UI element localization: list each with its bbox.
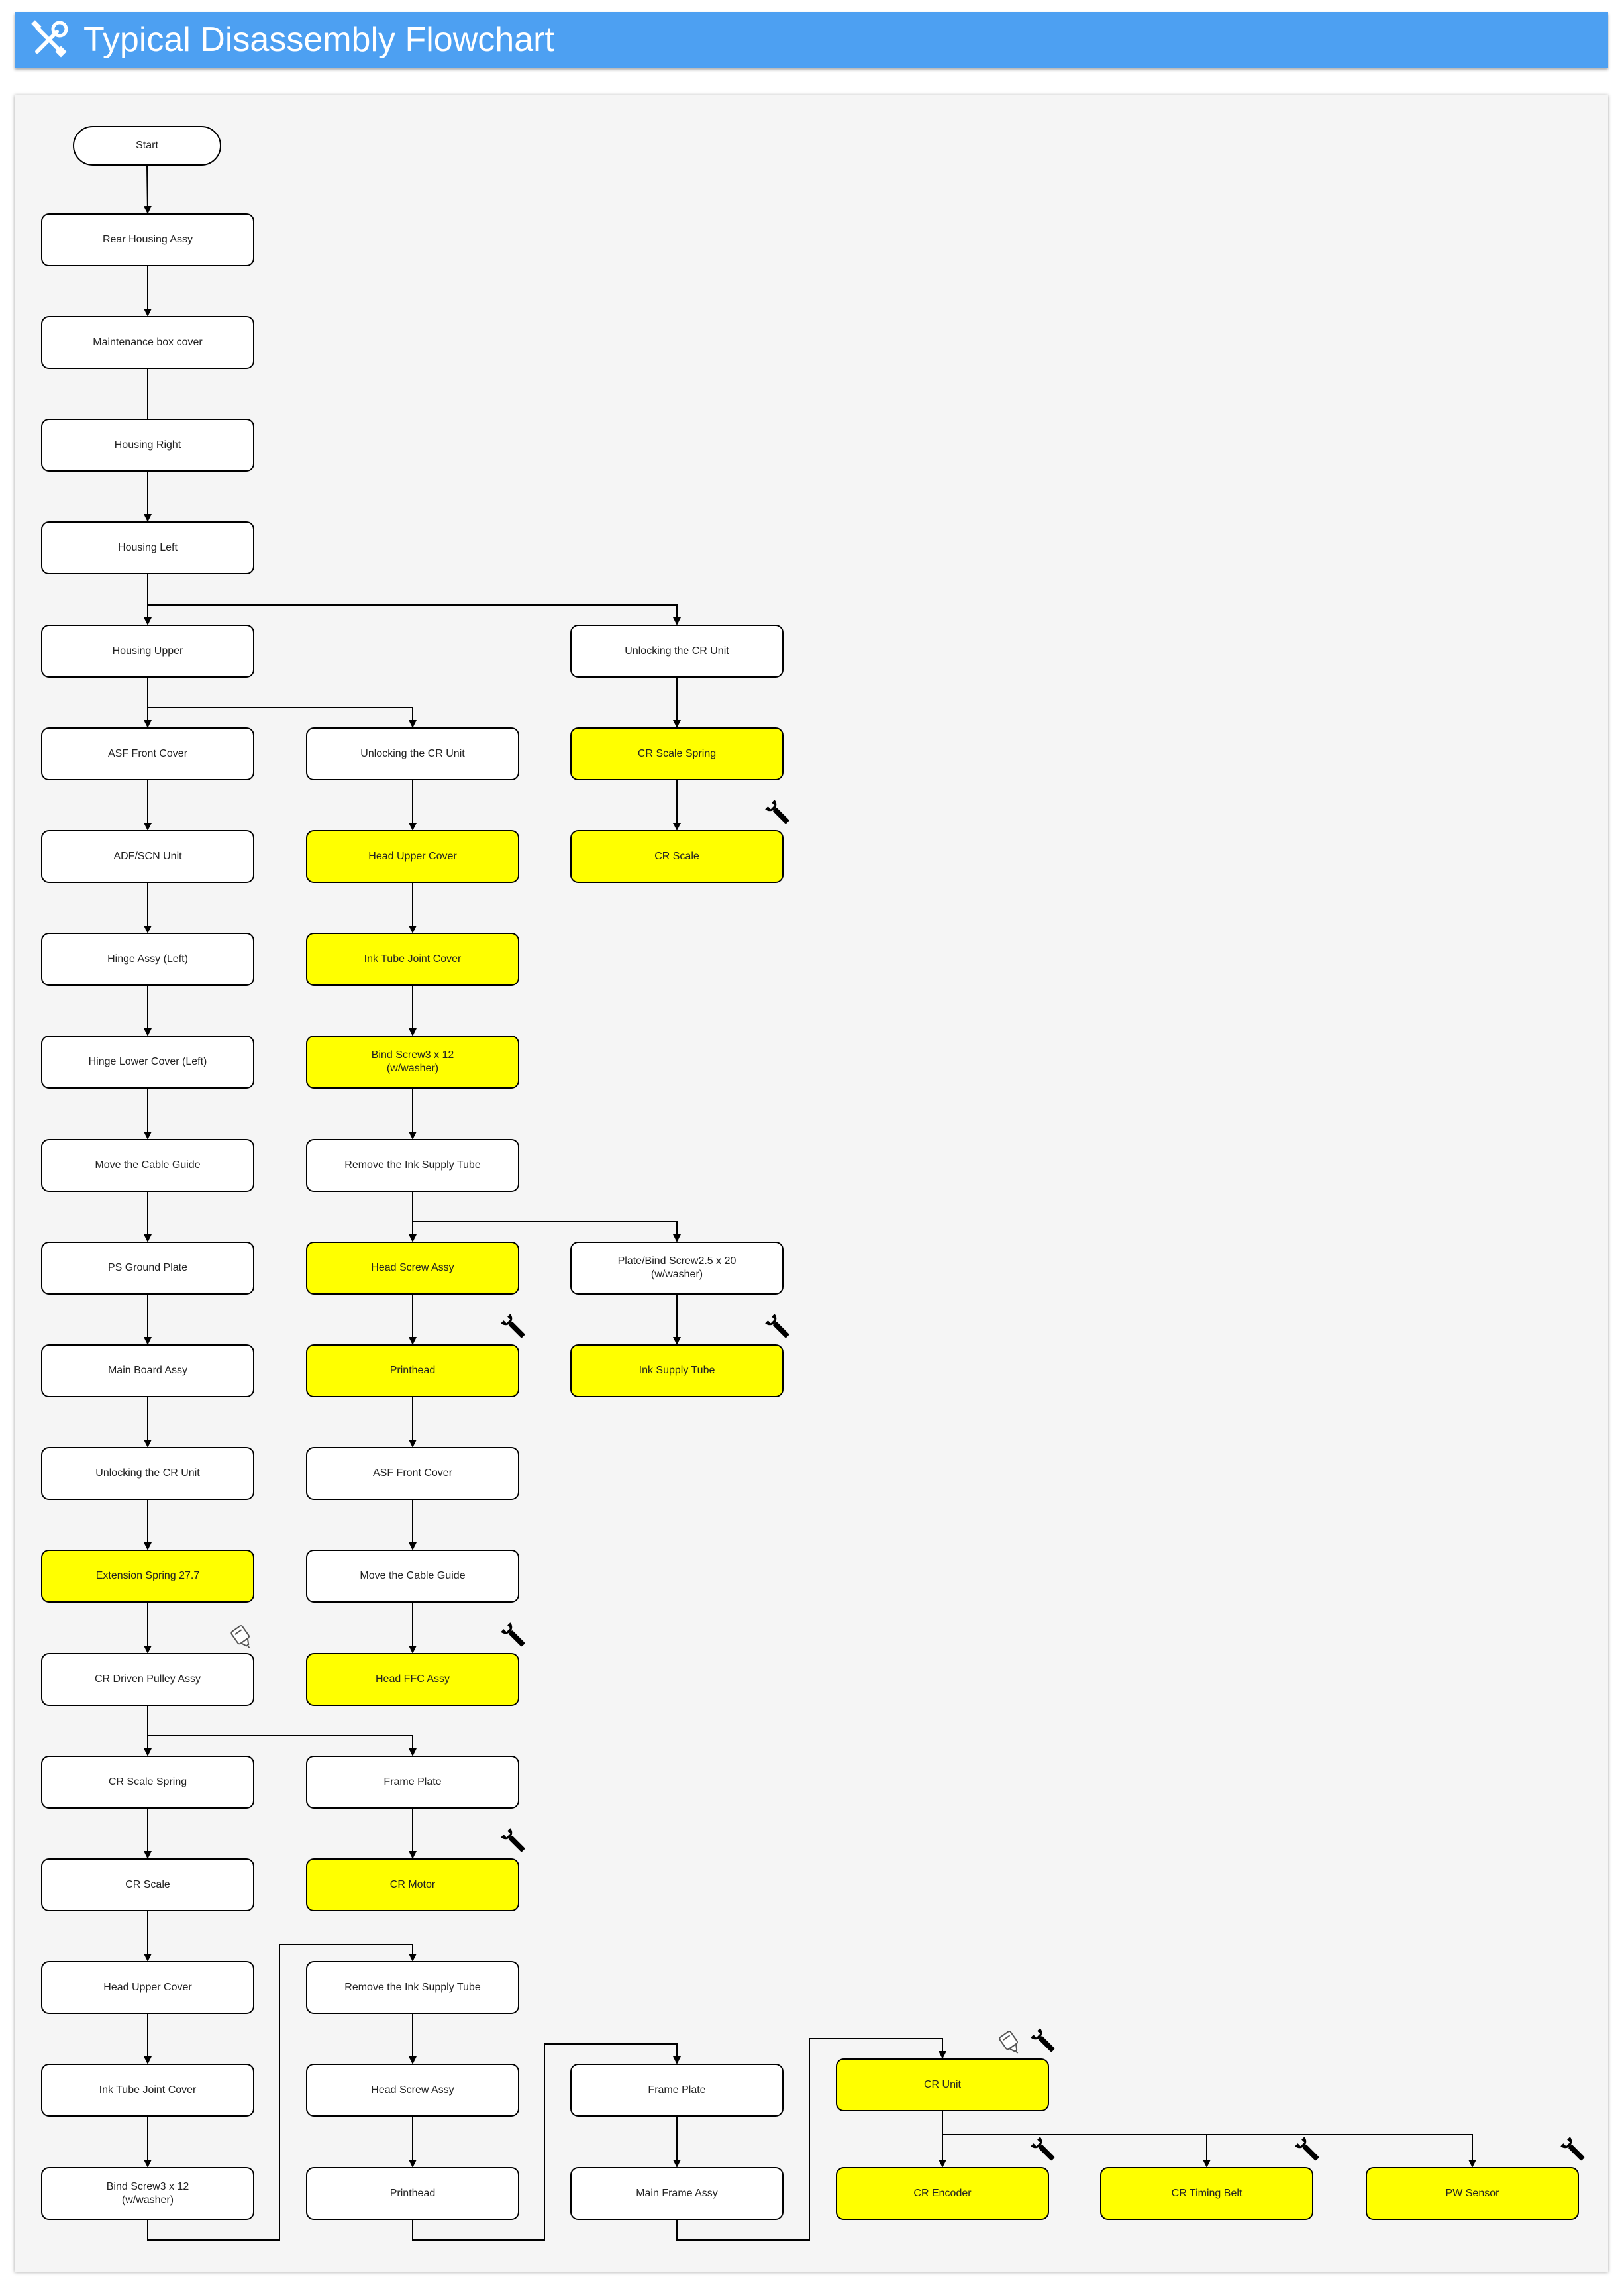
wrench-icon — [501, 1314, 525, 1338]
connector-arrow — [942, 2111, 1476, 2168]
flow-node-b13: Remove the Ink Supply Tube — [306, 1961, 519, 2014]
flow-node-a13: Unlocking the CR Unit — [41, 1447, 254, 1500]
flow-node-d2: CR Encoder — [836, 2167, 1049, 2220]
connector-arrow — [676, 2038, 946, 2241]
lubricant-icon — [228, 1621, 257, 1650]
flow-node-a5: Housing Upper — [41, 625, 254, 678]
flow-node-b12: CR Motor — [306, 1858, 519, 1911]
wrench-icon — [765, 1314, 789, 1338]
flow-node-a15: CR Driven Pulley Assy — [41, 1653, 254, 1706]
flow-node-f1: PW Sensor — [1366, 2167, 1579, 2220]
flow-node-a17: CR Scale — [41, 1858, 254, 1911]
connector-arrow — [942, 2111, 1211, 2168]
flow-node-a7: ADF/SCN Unit — [41, 830, 254, 883]
flow-node-b5: Remove the Ink Supply Tube — [306, 1139, 519, 1192]
flow-node-b11: Frame Plate — [306, 1756, 519, 1809]
flow-node-a20: Bind Screw3 x 12 (w/washer) — [41, 2167, 254, 2220]
flow-node-b6: Head Screw Assy — [306, 1242, 519, 1295]
flow-node-c6: Frame Plate — [570, 2064, 784, 2117]
wrench-icon — [1559, 2135, 1588, 2164]
flow-node-a9: Hinge Lower Cover (Left) — [41, 1036, 254, 1089]
wrench-icon — [1031, 2137, 1055, 2161]
flow-node-c5: Ink Supply Tube — [570, 1344, 784, 1397]
flow-node-e1: CR Timing Belt — [1100, 2167, 1313, 2220]
flow-node-a4: Housing Left — [41, 521, 254, 574]
connector-arrow — [143, 165, 152, 214]
connector-arrow — [412, 2043, 681, 2241]
connector-arrow — [412, 1192, 681, 1242]
flow-node-b14: Head Screw Assy — [306, 2064, 519, 2117]
flow-node-a6: ASF Front Cover — [41, 727, 254, 780]
flow-node-a2: Maintenance box cover — [41, 316, 254, 369]
tools-icon — [31, 20, 68, 58]
wrench-icon — [764, 1312, 793, 1342]
wrench-icon — [765, 800, 789, 824]
flow-node-b15: Printhead — [306, 2167, 519, 2220]
page-header: Typical Disassembly Flowchart — [15, 12, 1608, 68]
flow-node-b3: Ink Tube Joint Cover — [306, 933, 519, 986]
flow-node-c7: Main Frame Assy — [570, 2167, 784, 2220]
lubricant-icon — [999, 2031, 1019, 2054]
flow-node-a8: Hinge Assy (Left) — [41, 933, 254, 986]
wrench-icon — [499, 1312, 529, 1342]
flow-node-b2: Head Upper Cover — [306, 830, 519, 883]
flow-node-a3: Housing Right — [41, 419, 254, 472]
wrench-icon — [1031, 2028, 1055, 2052]
lubricant-icon — [230, 1625, 250, 1648]
wrench-icon — [1295, 2137, 1319, 2161]
wrench-icon — [501, 1622, 525, 1647]
flowchart-connectors — [143, 165, 1476, 2241]
flow-node-b10: Head FFC Assy — [306, 1653, 519, 1706]
flow-node-a14: Extension Spring 27.7 — [41, 1550, 254, 1603]
flow-node-c1: Unlocking the CR Unit — [570, 625, 784, 678]
wrench-icon — [499, 1827, 529, 1856]
wrench-icon — [1029, 2027, 1058, 2056]
connector-arrow — [147, 1944, 417, 2241]
flow-node-d1: CR Unit — [836, 2058, 1049, 2111]
wrench-icon — [764, 798, 793, 827]
page-title: Typical Disassembly Flowchart — [83, 21, 554, 59]
flow-node-b7: Printhead — [306, 1344, 519, 1397]
connector-arrow — [147, 574, 681, 625]
lubricant-icon — [996, 2027, 1025, 2056]
flow-node-start: Start — [73, 126, 221, 166]
flow-node-b8: ASF Front Cover — [306, 1447, 519, 1500]
flow-node-c3: CR Scale — [570, 830, 784, 883]
wrench-icon — [1560, 2137, 1585, 2161]
flow-node-b1: Unlocking the CR Unit — [306, 727, 519, 780]
flow-node-a12: Main Board Assy — [41, 1344, 254, 1397]
flow-node-b9: Move the Cable Guide — [306, 1550, 519, 1603]
flow-node-a18: Head Upper Cover — [41, 1961, 254, 2014]
flow-node-c4: Plate/Bind Screw2.5 x 20 (w/washer) — [570, 1242, 784, 1295]
flow-node-c2: CR Scale Spring — [570, 727, 784, 780]
wrench-icon — [499, 1621, 529, 1650]
flow-node-a11: PS Ground Plate — [41, 1242, 254, 1295]
flow-node-a1: Rear Housing Assy — [41, 213, 254, 266]
flow-node-a19: Ink Tube Joint Cover — [41, 2064, 254, 2117]
flow-node-a16: CR Scale Spring — [41, 1756, 254, 1809]
connector-arrow — [147, 678, 417, 728]
wrench-icon — [501, 1828, 525, 1852]
flow-node-a10: Move the Cable Guide — [41, 1139, 254, 1192]
connector-arrow — [147, 1706, 417, 1756]
flow-node-b4: Bind Screw3 x 12 (w/washer) — [306, 1036, 519, 1089]
wrench-icon — [1294, 2135, 1323, 2164]
wrench-icon — [1029, 2135, 1058, 2164]
